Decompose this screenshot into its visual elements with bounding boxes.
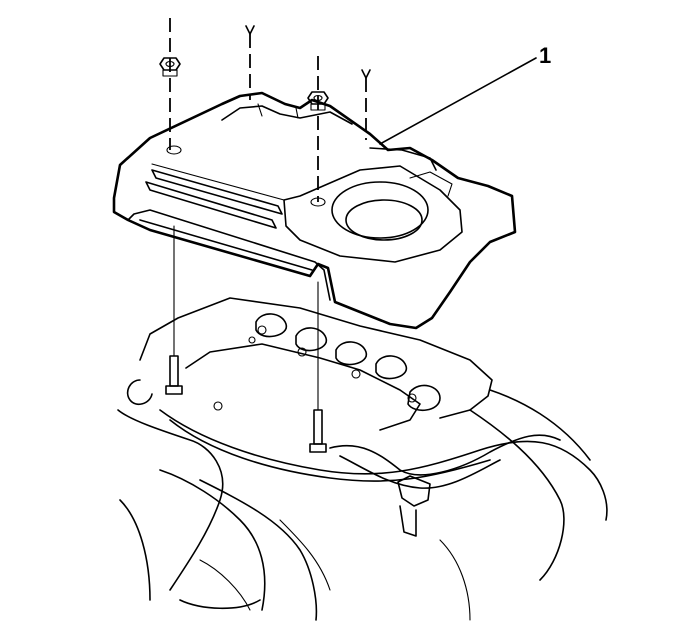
fuel-line (339, 455, 501, 489)
callout-number: 1 (539, 43, 551, 68)
engine-cover-rib-1 (151, 169, 283, 215)
intake-manifold-runner-2 (159, 469, 266, 611)
fasteners (159, 18, 371, 411)
engine-cover-rib-3 (151, 163, 285, 201)
engine-cover-lip (139, 219, 313, 271)
engine-block-right-2 (489, 389, 591, 461)
intake-manifold-runner-1 (117, 409, 224, 591)
intake-manifold-plenum (119, 499, 261, 610)
engine-cover-rear-step (369, 147, 437, 171)
bracket (399, 505, 417, 537)
coil-bosses (255, 313, 441, 411)
engine-cover-rear-ridge-edge (257, 103, 299, 119)
engine-cover-outline (112, 91, 517, 330)
engine-detail-lines (199, 519, 471, 621)
bolt-heads (213, 325, 417, 411)
stud-right (309, 409, 327, 453)
engine-assembly (117, 297, 608, 621)
clip-icon (245, 25, 255, 100)
engine-cover-rear-ridge (221, 105, 353, 125)
engine-block-right (469, 409, 565, 581)
valve-cover-body (185, 343, 421, 431)
intake-manifold-runner-3 (199, 479, 318, 621)
callout-1: 1 (379, 43, 551, 145)
wiring-harness-2 (169, 419, 491, 482)
engine-cover-rib-2 (145, 181, 277, 229)
oil-filler-opening (331, 171, 453, 241)
engine-cover-right-panel (283, 165, 463, 263)
sensor-connector (397, 475, 431, 507)
bolt-boss-left (166, 145, 182, 155)
callout-leader-line (379, 57, 537, 145)
engine-cover-front-face (127, 209, 331, 301)
stud-left (165, 355, 183, 395)
engine-cover (112, 91, 517, 330)
nut-icon (159, 57, 181, 77)
nut-icon (307, 91, 329, 111)
vacuum-hose (329, 434, 561, 476)
wiring-harness-1 (159, 409, 608, 521)
hose-loop-left (126, 379, 153, 406)
cylinder-head-outline (139, 297, 493, 419)
clip-icon (361, 69, 371, 140)
